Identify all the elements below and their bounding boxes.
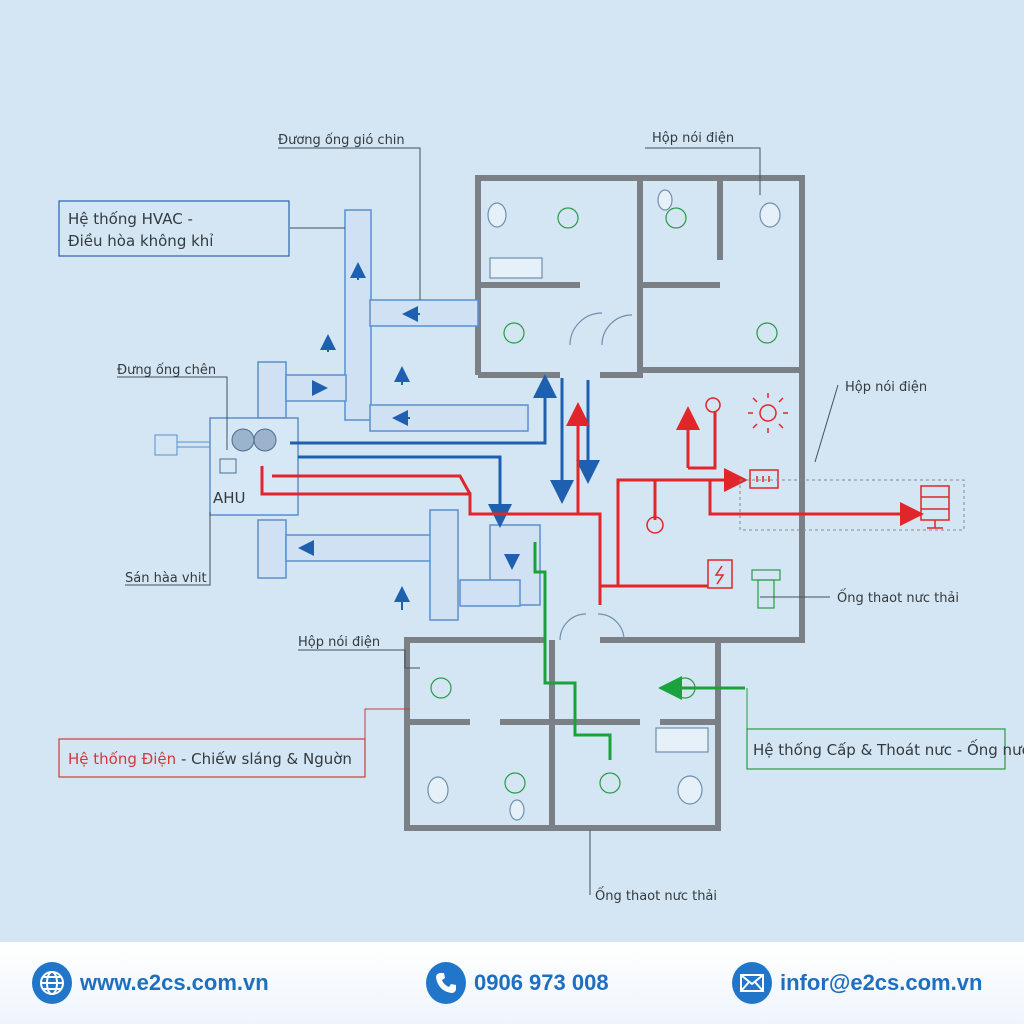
hvac-label-box	[58, 200, 290, 257]
ahu-label: AHU	[213, 489, 246, 507]
electric-devices	[646, 393, 965, 589]
electric-system-label: Hệ thống Điện - Chiếw sláng & Nguờn	[68, 750, 352, 768]
light-icon	[759, 404, 777, 422]
drain-pipe-bottom-label: Ống thaot nưc thải	[595, 887, 717, 904]
drain-pipe-right-label: Ống thaot nưc thải	[837, 589, 959, 606]
power-box-icon	[707, 559, 733, 589]
water-label-box	[746, 728, 1006, 770]
email-contact[interactable]: infor@e2cs.com.vn	[732, 962, 982, 1004]
room-fixtures	[427, 189, 781, 821]
switch-panel-icon	[749, 469, 779, 489]
contact-footer: www.e2cs.com.vn 0906 973 008 infor@e2cs.…	[0, 942, 1024, 1024]
electric-label-box	[58, 738, 366, 778]
duct-flow-arrows	[298, 262, 520, 610]
sink-icon	[751, 569, 781, 609]
hvac-title-line1: Hệ thống HVAC -	[68, 210, 193, 228]
envelope-icon	[732, 962, 772, 1004]
junction-box-right-label: Hộp nói điện	[845, 380, 927, 395]
email-link[interactable]: infor@e2cs.com.vn	[780, 970, 983, 995]
globe-icon	[32, 962, 72, 1004]
socket-icon	[646, 516, 664, 534]
building-walls	[404, 175, 805, 831]
vertical-duct-label: Đưng ống chên	[117, 363, 216, 378]
junction-box-top-label: Hộp nói điện	[652, 131, 734, 146]
electric-system-title: Hệ thống Điện	[68, 750, 176, 768]
phone-number[interactable]: 0906 973 008	[474, 970, 609, 995]
website-link[interactable]: www.e2cs.com.vn	[80, 970, 269, 995]
website-contact[interactable]: www.e2cs.com.vn	[32, 962, 269, 1004]
water-system-label: Hệ thống Cấp & Thoát nưc - Ống nưc	[753, 738, 1024, 759]
server-rack-icon	[920, 485, 950, 521]
hvac-ducts	[257, 209, 541, 621]
ahu-unit: AHU	[154, 417, 299, 516]
hvac-supply-lines	[290, 374, 600, 528]
floor-label: Sán hàa vhit	[125, 571, 207, 586]
hvac-title-line2: Điều hòa không khỉ	[68, 232, 213, 250]
electric-lines	[260, 402, 924, 605]
duct-top-label: Đương ống gió chin	[278, 133, 405, 148]
junction-box-bottom-label: Hộp nói điện	[298, 635, 380, 650]
water-lines	[533, 542, 745, 760]
mep-floor-plan-diagram: AHU	[58, 131, 1024, 904]
electric-system-subtitle: - Chiếw sláng & Nguờn	[176, 750, 352, 768]
callout-lines	[117, 147, 839, 895]
phone-icon	[426, 962, 466, 1004]
phone-contact[interactable]: 0906 973 008	[426, 962, 609, 1004]
meter-icon	[705, 397, 721, 413]
